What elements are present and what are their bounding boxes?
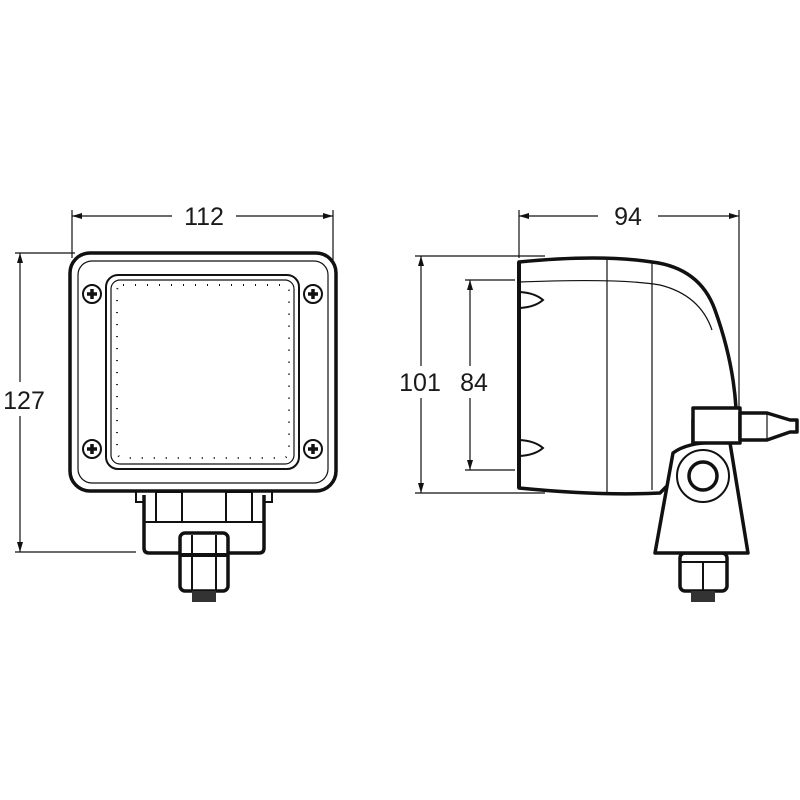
dim-label-112: 112 (184, 203, 224, 231)
screw-icons (82, 284, 323, 459)
cable-gland (691, 406, 742, 445)
housing-front (68, 251, 338, 493)
front-view: 112 127 (3, 203, 338, 602)
mount-lugs (517, 262, 545, 488)
lens-frame (105, 274, 300, 470)
nut-side (678, 551, 729, 602)
dim-mount-spacing: 84 (460, 279, 515, 471)
housing-side (517, 256, 738, 496)
pivot-bolt (687, 460, 719, 492)
dim-label-127: 127 (3, 387, 45, 415)
dim-front-width: 112 (71, 203, 334, 260)
dim-label-101: 101 (399, 369, 441, 397)
dim-side-depth: 94 (518, 203, 740, 410)
nut-front (178, 531, 230, 602)
dim-label-94: 94 (614, 203, 642, 231)
pivot-ring (676, 449, 730, 503)
dim-front-height: 127 (3, 252, 136, 553)
dim-label-84: 84 (460, 369, 488, 397)
cable (738, 411, 799, 442)
mount-bracket-front (135, 489, 273, 555)
side-view: 94 101 84 (399, 203, 799, 602)
dim-side-height: 101 (399, 255, 545, 494)
